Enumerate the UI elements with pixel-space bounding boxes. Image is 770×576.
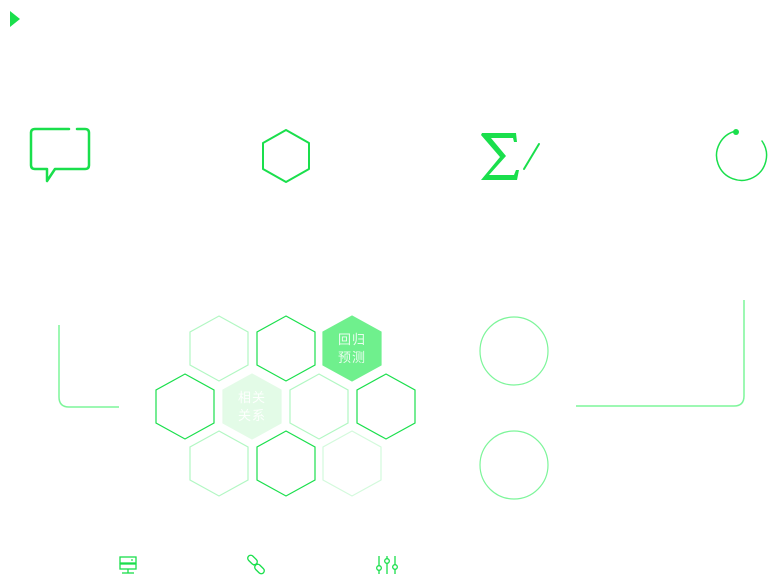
sliders-icon bbox=[376, 556, 398, 574]
hex-cell[interactable] bbox=[155, 373, 215, 440]
hex-cell[interactable] bbox=[189, 315, 249, 382]
regression-label-line2: 预测 bbox=[337, 351, 366, 366]
regression-label: 回归 预测 bbox=[322, 332, 382, 368]
chat-bubble-icon bbox=[29, 127, 91, 183]
circle-node-bottom[interactable] bbox=[477, 428, 551, 502]
refresh-button[interactable] bbox=[714, 127, 770, 185]
hex-cell[interactable] bbox=[256, 315, 316, 382]
link-icon bbox=[247, 554, 265, 575]
hex-cell[interactable] bbox=[289, 373, 349, 440]
hex-cell[interactable] bbox=[189, 430, 249, 497]
hexagon-icon bbox=[262, 129, 310, 183]
server-button[interactable] bbox=[117, 555, 139, 575]
correlation-label: 相关 关系 bbox=[222, 390, 282, 426]
chat-button[interactable] bbox=[29, 127, 93, 185]
sigma-slash-icon bbox=[481, 133, 540, 180]
correlation-label-line1: 相关 bbox=[237, 391, 266, 406]
hex-cell-regression[interactable] bbox=[322, 315, 382, 382]
link-button[interactable] bbox=[245, 554, 267, 576]
sliders-button[interactable] bbox=[375, 554, 399, 576]
hexagon-button[interactable] bbox=[259, 127, 313, 185]
play-button[interactable] bbox=[9, 10, 21, 28]
right-bracket-decor bbox=[574, 298, 748, 410]
hex-cell[interactable] bbox=[256, 430, 316, 497]
left-bracket-decor bbox=[57, 325, 123, 411]
hex-cell[interactable] bbox=[322, 430, 382, 497]
server-icon bbox=[119, 556, 137, 574]
circle-node-top[interactable] bbox=[477, 314, 551, 388]
refresh-icon bbox=[715, 129, 768, 182]
hexagon-cluster bbox=[150, 312, 422, 504]
hex-cell-correlation[interactable] bbox=[222, 373, 282, 440]
regression-label-line1: 回归 bbox=[337, 333, 366, 348]
statistics-button[interactable] bbox=[478, 130, 544, 184]
hex-cell[interactable] bbox=[356, 373, 416, 440]
correlation-label-line2: 关系 bbox=[237, 409, 266, 424]
play-icon bbox=[10, 11, 20, 27]
